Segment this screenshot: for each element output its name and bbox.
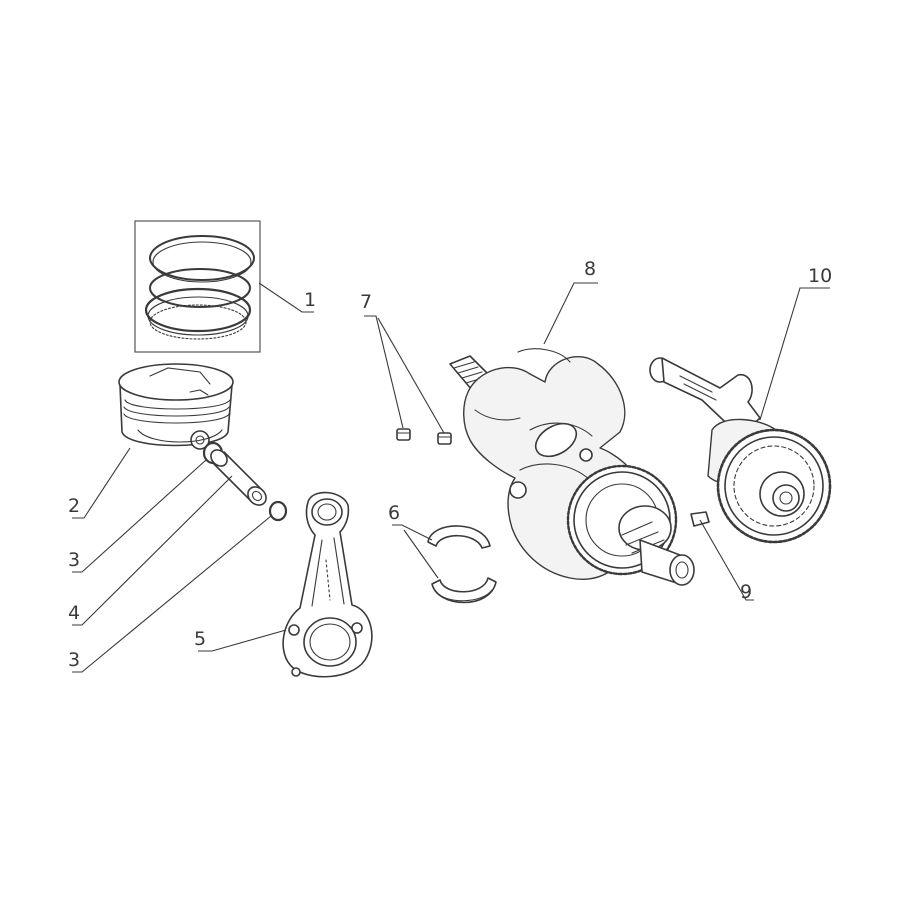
piston	[118, 363, 234, 450]
leader-1	[258, 282, 314, 313]
ring-set-frame	[134, 220, 261, 353]
connecting-rod-bearing-shells	[427, 525, 497, 604]
callout-2: 2	[68, 495, 80, 517]
leader-3a	[72, 459, 207, 573]
connecting-rod	[282, 491, 373, 678]
callout-9: 9	[740, 581, 752, 603]
balance-shaft	[649, 357, 832, 544]
callout-1: 1	[304, 289, 316, 311]
piston-pin-circlip-lower	[268, 500, 288, 522]
callout-7: 7	[360, 291, 372, 313]
piston-pin	[210, 449, 267, 506]
callout-4: 4	[68, 602, 80, 624]
leader-3b	[72, 515, 272, 673]
crankshaft	[449, 348, 695, 586]
woodruff-key	[690, 511, 710, 527]
piston-ring-set	[134, 220, 261, 353]
leader-10	[759, 287, 830, 421]
callout-3-upper: 3	[68, 549, 80, 571]
callout-8: 8	[584, 258, 596, 280]
leader-lines	[72, 282, 830, 673]
callout-labels: 1 2 3 4 3 5 6 7 8 9 10	[68, 258, 832, 671]
leader-6b	[403, 529, 439, 579]
leader-9	[699, 519, 754, 601]
callout-3-lower: 3	[68, 649, 80, 671]
leader-7a	[364, 315, 404, 429]
callout-5: 5	[194, 628, 206, 650]
leader-4	[72, 475, 233, 626]
balance-shaft-gear	[716, 428, 832, 544]
callout-6: 6	[388, 502, 400, 524]
dowel-sleeves	[396, 428, 452, 445]
leader-2	[72, 447, 131, 519]
leader-7b	[377, 317, 445, 434]
callout-10: 10	[808, 265, 832, 287]
leader-5	[198, 629, 287, 652]
leader-8	[543, 282, 598, 345]
leader-6a	[392, 524, 433, 541]
